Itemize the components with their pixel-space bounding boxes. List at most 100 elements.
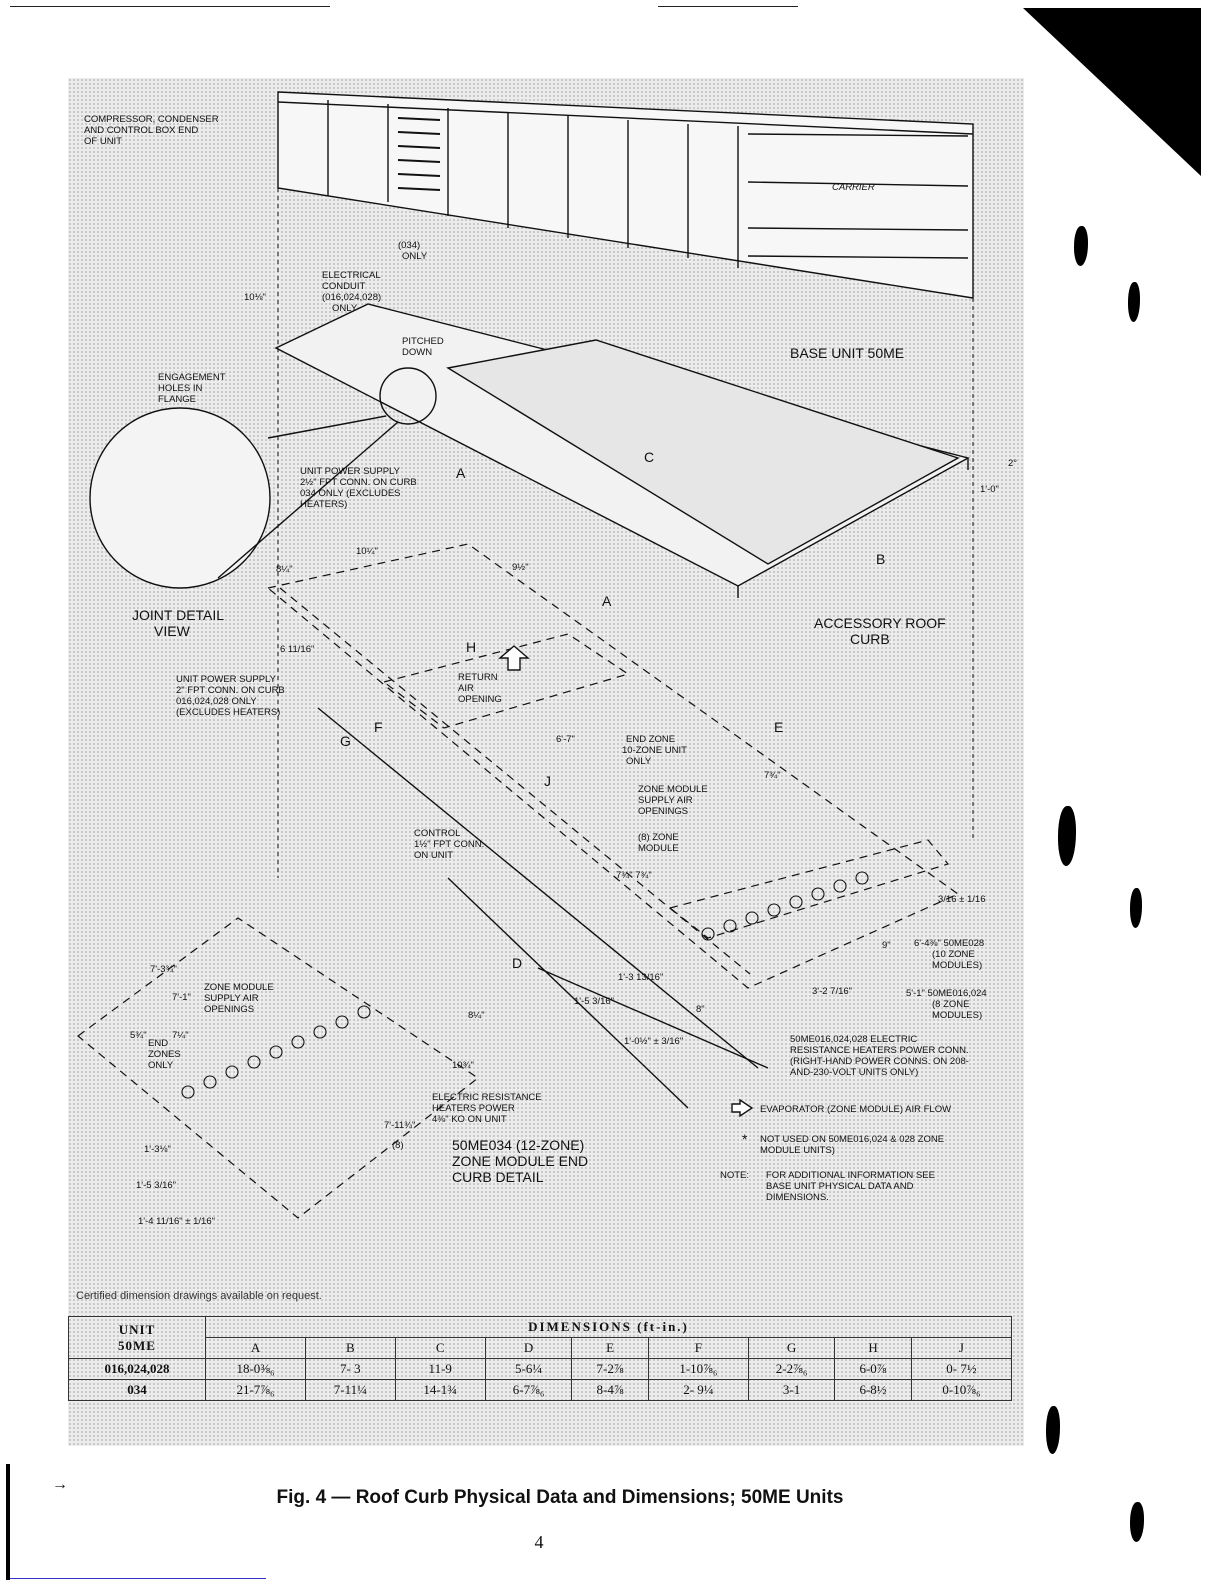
label-note: NOTE: xyxy=(720,1170,749,1181)
table-cell: 7- 3 xyxy=(305,1358,396,1380)
dim-one-three-b: 1'-3⅛" xyxy=(144,1144,171,1155)
dim-one-four: 1'-4 11/16" ± 1/16" xyxy=(138,1216,215,1227)
label-roof-curb: CURB xyxy=(850,631,890,647)
table-cell: 21-7⅞₆ xyxy=(204,1379,307,1401)
table-cell: 6-7⅞₆ xyxy=(484,1379,573,1401)
legend-asterisk-icon: * xyxy=(742,1131,748,1147)
dim-nine-half: 9½" xyxy=(512,562,529,573)
label-power-supply-016: 2" FPT CONN. ON CURB xyxy=(176,685,285,696)
label-control: ON UNIT xyxy=(414,850,453,861)
column-header: B xyxy=(305,1337,396,1359)
label-power-supply-034: HEATERS) xyxy=(300,499,347,510)
table-cell: 2- 9¼ xyxy=(647,1379,749,1401)
label-end-zone: ONLY xyxy=(626,756,652,767)
dim-eight-b: (8) xyxy=(392,1140,404,1151)
label-heaters-016: (RIGHT-HAND POWER CONNS. ON 208- xyxy=(790,1056,969,1067)
column-header: J xyxy=(910,1337,1013,1359)
label-power-supply-016: (EXCLUDES HEATERS) xyxy=(176,707,280,718)
dim-seven-three: 7¾" xyxy=(764,770,781,781)
label-end-zone: END ZONE xyxy=(626,734,675,745)
table-cell: 14-1¾ xyxy=(394,1379,486,1401)
dim-ten-eighth: 10⅛" xyxy=(244,292,266,303)
bottom-rule xyxy=(10,1578,266,1579)
label-heaters-034: ELECTRIC RESISTANCE xyxy=(432,1092,542,1103)
dim-three-sixteenth: 3/16 ± 1/16 xyxy=(938,894,985,905)
dim-two-degree: 2° xyxy=(1008,458,1017,469)
dim-b: B xyxy=(876,551,885,567)
label-end-curb-detail: 50ME034 (12-ZONE) xyxy=(452,1137,584,1153)
table-cell: 6-8½ xyxy=(834,1379,912,1401)
label-compressor-end: COMPRESSOR, CONDENSER xyxy=(84,114,219,125)
roof-curb-drawing: COMPRESSOR, CONDENSER AND CONTROL BOX EN… xyxy=(77,91,1017,1227)
dim-one-o-half: 1'-0½" ± 3/16" xyxy=(624,1036,683,1047)
figure-caption: Fig. 4 — Roof Curb Physical Data and Dim… xyxy=(276,1487,844,1508)
legend-not-used: NOT USED ON 50ME016,024 & 028 ZONE xyxy=(760,1134,944,1145)
legend-not-used: MODULE UNITS) xyxy=(760,1145,835,1156)
label-end-zones-only: ZONES xyxy=(148,1049,181,1060)
table-cell: 1-10⅞₆ xyxy=(647,1358,749,1380)
dim-c: C xyxy=(644,449,654,465)
table-cell: 5-6¼ xyxy=(484,1358,573,1380)
dim-three-two: 3'-2 7/16" xyxy=(812,986,852,997)
table-cell: 18-0⅜₆ xyxy=(204,1358,307,1380)
label-conduit: (016,024,028) xyxy=(322,292,381,303)
dim-a: A xyxy=(602,593,612,609)
label-8-zone: (8 ZONE xyxy=(932,999,969,1010)
corner-shadow xyxy=(1023,8,1201,176)
column-header: C xyxy=(394,1337,486,1359)
label-end-curb-detail: ZONE MODULE END xyxy=(452,1153,588,1169)
label-joint-detail: JOINT DETAIL xyxy=(132,607,224,623)
table-row: 034 21-7⅞₆ 7-11¼ 14-1¾ 6-7⅞₆ 8-4⅞ 2- 9¼ … xyxy=(68,1379,1013,1401)
top-rule-right xyxy=(658,6,798,7)
dim-one-three: 1'-3 13/16" xyxy=(618,972,663,983)
label-pitched-down: PITCHED xyxy=(402,336,444,347)
label-8-zone: MODULES) xyxy=(932,1010,982,1021)
dim-eight-quarter: 8¼" xyxy=(276,564,293,575)
label-conduit: (034) xyxy=(398,240,420,251)
label-end-zone: 10-ZONE UNIT xyxy=(622,745,687,756)
table-cell: 7-2⅞ xyxy=(571,1358,649,1380)
scan-mark xyxy=(1074,226,1088,266)
dim-seven-one: 7'-1" xyxy=(172,992,191,1003)
scan-mark xyxy=(1046,1406,1060,1454)
label-eight-zone: (8) ZONE xyxy=(638,832,679,843)
label-end-curb-detail: CURB DETAIL xyxy=(452,1169,544,1185)
left-edge-bar xyxy=(6,1464,10,1580)
table-cell: 2-2⅞₆ xyxy=(747,1358,836,1380)
label-return-air: AIR xyxy=(458,683,474,694)
dim-seven-eleven: 7'-11¾" xyxy=(384,1120,415,1131)
dim-eight: 8" xyxy=(696,1004,705,1015)
table-cell: 8-4⅞ xyxy=(571,1379,649,1401)
dimensions-header: DIMENSIONS (ft-in.) xyxy=(205,1316,1012,1338)
label-end-zones-only: ONLY xyxy=(148,1060,174,1071)
table-cell: 3-1 xyxy=(747,1379,836,1401)
label-heaters-016: AND-230-VOLT UNITS ONLY) xyxy=(790,1067,918,1078)
label-end-zones-only: END xyxy=(148,1038,168,1049)
label-heaters-016: 50ME016,024,028 ELECTRIC xyxy=(790,1034,917,1045)
label-heaters-016: RESISTANCE HEATERS POWER CONN. xyxy=(790,1045,969,1056)
label-10-zone: (10 ZONE xyxy=(932,949,975,960)
certified-note: Certified dimension drawings available o… xyxy=(76,1290,322,1302)
label-note: FOR ADDITIONAL INFORMATION SEE xyxy=(766,1170,935,1181)
dim-j: J xyxy=(544,773,551,789)
dim-seven-three-b: 7¾" 7¾" xyxy=(616,870,652,881)
label-power-supply-016: UNIT POWER SUPPLY xyxy=(176,674,277,685)
label-pitched-down: DOWN xyxy=(402,347,432,358)
label-return-air: OPENING xyxy=(458,694,502,705)
label-10-zone: MODULES) xyxy=(932,960,982,971)
label-10-zone: 6'-4⅜" 50ME028 xyxy=(914,938,984,949)
label-zone-module-supply-b: OPENINGS xyxy=(204,1004,254,1015)
label-compressor-end: AND CONTROL BOX END xyxy=(84,125,198,136)
label-power-supply-034: 2½" FPT CONN. ON CURB xyxy=(300,477,417,488)
end-curb-detail-outline xyxy=(77,917,480,1219)
label-conduit: ONLY xyxy=(332,303,358,314)
table-cell: 0- 7½ xyxy=(910,1358,1013,1380)
label-zone-module-supply: OPENINGS xyxy=(638,806,688,817)
dim-seven-three-quarter: 7'-3¾" xyxy=(150,964,177,975)
dim-a: A xyxy=(456,465,466,481)
legend-evaporator: EVAPORATOR (ZONE MODULE) AIR FLOW xyxy=(760,1104,951,1115)
column-header: G xyxy=(747,1337,836,1359)
joint-detail-zoom xyxy=(89,407,271,589)
